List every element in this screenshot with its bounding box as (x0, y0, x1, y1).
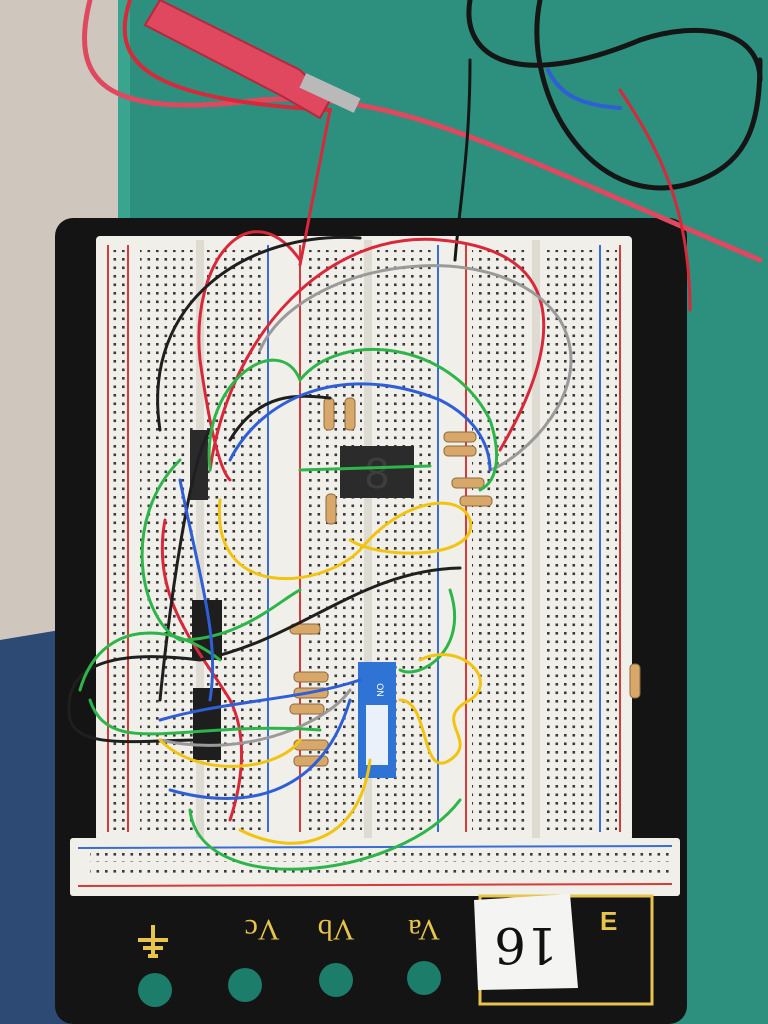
bottom-rail-strip (70, 838, 680, 896)
va-label: Va (408, 913, 440, 946)
brand-text: E (600, 906, 617, 936)
blue-cloth (0, 630, 70, 1024)
paper-note: 16 (474, 894, 578, 990)
ic-chip-lower (193, 688, 221, 760)
vc-label: Vc (245, 913, 280, 946)
resistors (289, 397, 641, 767)
breadboard (96, 236, 632, 841)
ground-post (138, 925, 172, 1007)
vb-label: Vb (318, 913, 355, 946)
binding-posts: Vc Vb Va (138, 913, 441, 1007)
table-edge (118, 0, 130, 230)
seven-segment-display: 8 (340, 446, 414, 498)
segment-digit: 8 (365, 449, 389, 498)
va-post: Va (407, 913, 441, 995)
fabric-background (0, 0, 125, 660)
note-label: 16 (494, 916, 558, 974)
vc-post: Vc (228, 913, 279, 1002)
vb-post: Vb (318, 913, 355, 997)
svg-text:ON: ON (375, 683, 385, 697)
wires (67, 0, 763, 871)
dip-switch: ON (358, 662, 396, 778)
